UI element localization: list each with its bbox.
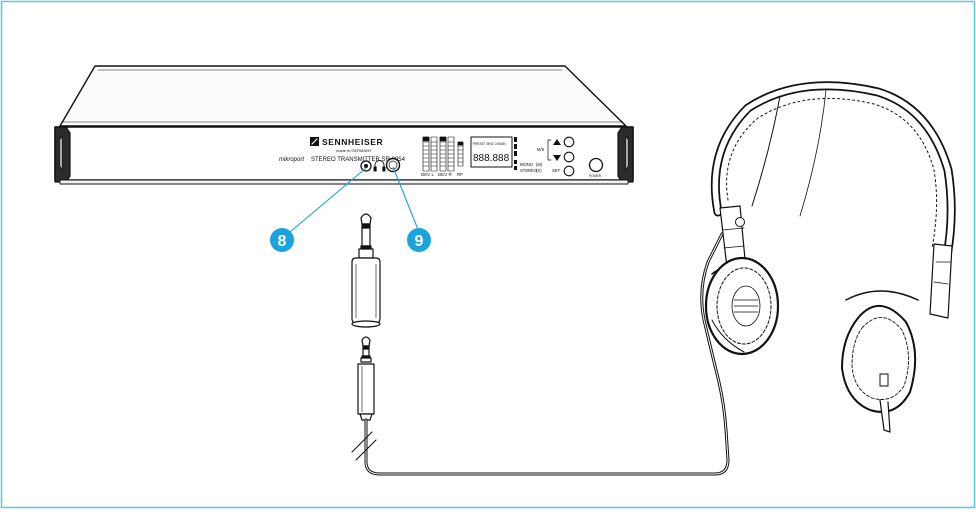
product-line-text: mikroport — [279, 157, 304, 163]
headphones — [704, 81, 956, 433]
arrow-down-icon — [553, 155, 561, 161]
set-button[interactable] — [563, 165, 575, 177]
headphone-cable — [351, 232, 730, 476]
callout-9-badge: 9 — [407, 228, 431, 252]
meter-right-label: DEV R — [438, 172, 453, 177]
headphone-symbol-icon — [373, 160, 386, 172]
mode-stereo-label: STEREO — [520, 168, 538, 173]
stereo-transmitter: SENNHEISER made in GERMANY mikroport STE… — [54, 65, 634, 185]
power-label: POWER — [589, 174, 602, 178]
down-button[interactable] — [563, 151, 575, 163]
meter-left-label: DEV L — [421, 172, 435, 177]
mode-stereo-tag: (S) — [536, 168, 542, 173]
arrow-up-icon — [553, 139, 561, 145]
model-text: STEREO TRANSMITTER SR 3054 — [311, 157, 406, 163]
callout-8-number: 8 — [278, 233, 287, 250]
mode-mono-tag: (M) — [536, 162, 543, 167]
transmitter-front — [54, 126, 634, 181]
rack-ear-right — [617, 126, 634, 183]
up-button[interactable] — [563, 136, 575, 148]
mode-mono-label: MONO — [520, 162, 534, 167]
callout-9-number: 9 — [415, 233, 424, 250]
display-header: PRESET MHZ CHANN — [473, 142, 506, 146]
transmitter-top — [59, 65, 627, 127]
callouts: 8 9 — [270, 166, 431, 252]
right-earcup — [841, 304, 917, 433]
jack-adapter-6-3mm — [351, 213, 381, 328]
jack-plug-3-5mm — [357, 336, 375, 421]
callout-8-leader — [289, 167, 367, 233]
origin-text: made in GERMANY — [336, 148, 372, 153]
display-value: 888.888 — [473, 153, 510, 164]
set-button-label: SET — [552, 168, 561, 173]
left-earcup — [704, 256, 780, 356]
meter-rf-label: RF — [457, 172, 463, 177]
lcd-display — [470, 136, 513, 168]
power-button[interactable] — [588, 157, 604, 173]
rack-ear-left — [54, 126, 71, 183]
callout-9-leader — [392, 166, 420, 233]
callout-8-badge: 8 — [270, 228, 294, 252]
brand-logo: SENNHEISER — [322, 137, 383, 147]
ms-button-label: M/S — [537, 147, 545, 152]
volume-knob[interactable] — [385, 157, 401, 173]
level-meters — [422, 136, 464, 172]
